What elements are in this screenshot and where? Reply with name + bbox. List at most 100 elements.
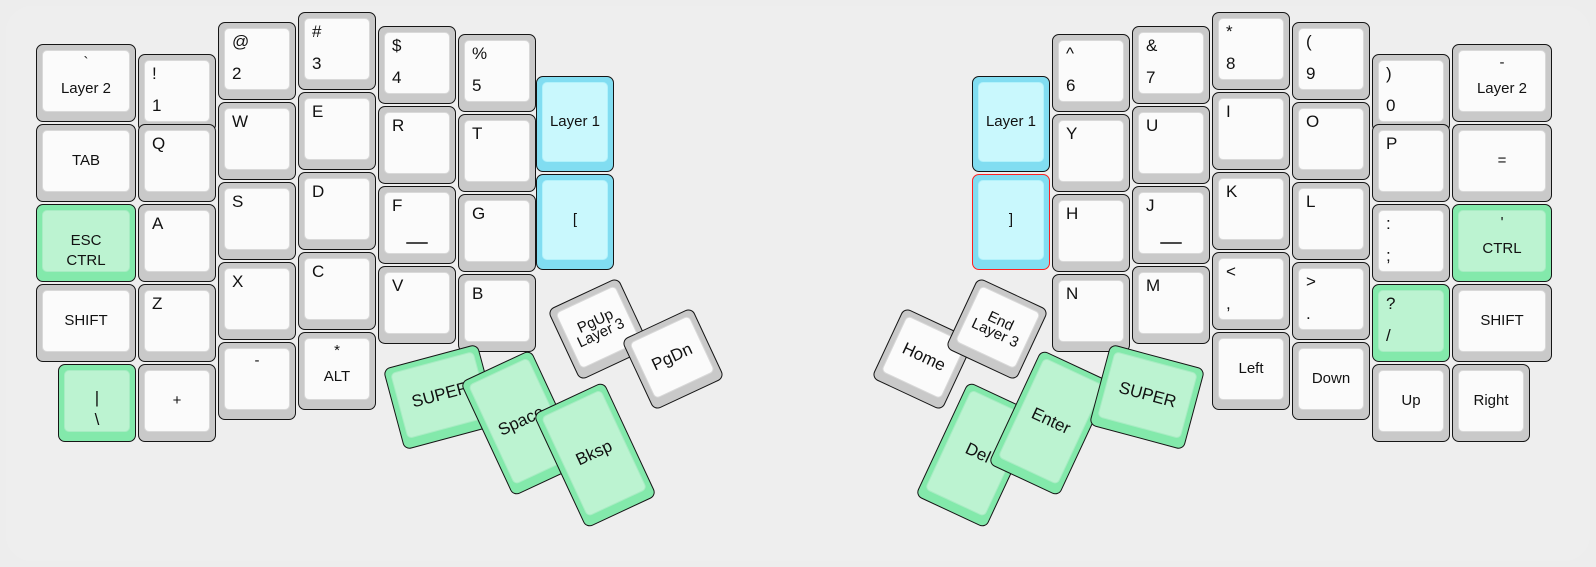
key-l-c6-r1[interactable]: %5 [458, 34, 536, 112]
key-r-c3-r3[interactable]: J [1132, 186, 1210, 264]
key-r-c4-r5[interactable]: Left [1212, 332, 1290, 410]
key-r-c3-r1[interactable]: &7 [1132, 26, 1210, 104]
key-l-c1-r2[interactable]: TAB [36, 124, 136, 202]
key-r-c4-r2[interactable]: I [1212, 92, 1290, 170]
key-r-c2-r3[interactable]: H [1052, 194, 1130, 272]
legend-shifted: ) [1386, 64, 1392, 83]
key-r-c2-r1[interactable]: ^6 [1052, 34, 1130, 112]
key-l-c7-r1[interactable]: Layer 1 [536, 76, 614, 172]
key-l-c4-r5[interactable]: *ALT [298, 332, 376, 410]
keycap-surface: X [224, 268, 290, 330]
legend-shifted: C [312, 262, 325, 281]
key-l-c6-r3[interactable]: G [458, 194, 536, 272]
legend-base: 3 [312, 54, 322, 73]
key-l-c4-r1[interactable]: #3 [298, 12, 376, 90]
key-r-c5-r3[interactable]: L [1292, 182, 1370, 260]
legend-label: Bksp [572, 436, 616, 470]
key-r-c2-r4[interactable]: N [1052, 274, 1130, 352]
legend-shifted: % [472, 44, 488, 63]
key-l-c5-r4[interactable]: V [378, 266, 456, 344]
key-l-c2-r4[interactable]: Z [138, 284, 216, 362]
keycap-surface: *ALT [304, 338, 370, 400]
legend-shifted: Y [1066, 124, 1078, 143]
key-l-c3-r5[interactable]: - [218, 342, 296, 420]
key-l-c2-r2[interactable]: Q [138, 124, 216, 202]
key-r-c4-r3[interactable]: K [1212, 172, 1290, 250]
key-l-c6-r4[interactable]: B [458, 274, 536, 352]
legend-shifted: W [232, 112, 249, 131]
keycap-surface: F [384, 192, 450, 254]
key-l-c2-r1[interactable]: !1 [138, 54, 216, 132]
keycap-surface: SHIFT [42, 290, 130, 352]
key-l-c4-r4[interactable]: C [298, 252, 376, 330]
keycap-surface: :; [1378, 210, 1444, 272]
key-r-c6-r2[interactable]: P [1372, 124, 1450, 202]
legend-base: CTRL [1482, 240, 1522, 257]
legend-label: TAB [71, 152, 101, 170]
key-l-c5-r3[interactable]: F [378, 186, 456, 264]
key-r-c5-r1[interactable]: (9 [1292, 22, 1370, 100]
legend-label: PgDn [648, 339, 696, 375]
legend-shifted: < [1226, 262, 1236, 281]
key-r-c7-r1[interactable]: -Layer 2 [1452, 44, 1552, 122]
key-r-c3-r2[interactable]: U [1132, 106, 1210, 184]
key-r-c7-r5[interactable]: Right [1452, 364, 1530, 442]
key-l-c5-r2[interactable]: R [378, 106, 456, 184]
key-l-c2-r5[interactable]: + [138, 364, 216, 442]
legend-line-2: \ [94, 410, 100, 429]
key-r-c6-r3[interactable]: :; [1372, 204, 1450, 282]
key-l-c3-r1[interactable]: @2 [218, 22, 296, 100]
legend-shifted: D [312, 182, 325, 201]
key-l-c1-r5[interactable]: |\ [58, 364, 136, 442]
key-l-c3-r3[interactable]: S [218, 182, 296, 260]
key-r-c6-r5[interactable]: Up [1372, 364, 1450, 442]
key-r-c6-r4[interactable]: ?/ [1372, 284, 1450, 362]
keycap-surface: J [1138, 192, 1204, 254]
legend-shifted: S [232, 192, 244, 211]
legend-label: Layer 1 [549, 113, 601, 131]
legend-base: 6 [1066, 76, 1076, 95]
keycap-surface: TAB [42, 130, 130, 192]
keycap-surface: D [304, 178, 370, 240]
key-l-c4-r3[interactable]: D [298, 172, 376, 250]
legend-shifted: P [1386, 134, 1398, 153]
key-l-c7-r2[interactable]: [ [536, 174, 614, 270]
legend-shifted: * [334, 342, 340, 359]
keycap-surface: M [1138, 272, 1204, 334]
key-l-c3-r2[interactable]: W [218, 102, 296, 180]
key-r-c4-r4[interactable]: <, [1212, 252, 1290, 330]
key-r-c2-r2[interactable]: Y [1052, 114, 1130, 192]
key-r-c5-r4[interactable]: >. [1292, 262, 1370, 340]
keycap-surface: I [1218, 98, 1284, 160]
key-l-c3-r4[interactable]: X [218, 262, 296, 340]
key-l-c6-r2[interactable]: T [458, 114, 536, 192]
key-r-c7-r2[interactable]: = [1452, 124, 1552, 202]
key-l-c1-r1[interactable]: `Layer 2 [36, 44, 136, 122]
legend-base: 5 [472, 76, 482, 95]
legend-label: [ [572, 211, 578, 229]
legend-shifted: U [1146, 116, 1159, 135]
key-l-c2-r3[interactable]: A [138, 204, 216, 282]
legend-shifted: * [1226, 22, 1233, 41]
keycap-surface: #3 [304, 18, 370, 80]
key-r-c4-r1[interactable]: *8 [1212, 12, 1290, 90]
key-r-c1-r2[interactable]: ] [972, 174, 1050, 270]
legend-shifted: L [1306, 192, 1316, 211]
key-l-c4-r2[interactable]: E [298, 92, 376, 170]
key-r-c7-r4[interactable]: SHIFT [1452, 284, 1552, 362]
keycap-surface: Z [144, 290, 210, 352]
key-r-c3-r4[interactable]: M [1132, 266, 1210, 344]
legend-shifted: ( [1306, 32, 1312, 51]
key-l-c1-r4[interactable]: SHIFT [36, 284, 136, 362]
key-r-c5-r2[interactable]: O [1292, 102, 1370, 180]
key-l-c5-r1[interactable]: $4 [378, 26, 456, 104]
legend-label: SUPER [1116, 377, 1179, 412]
key-r-c5-r5[interactable]: Down [1292, 342, 1370, 420]
keycap-surface: H [1058, 200, 1124, 262]
key-r-c7-r3[interactable]: 'CTRL [1452, 204, 1552, 282]
legend-shifted: B [472, 284, 484, 303]
key-r-c1-r1[interactable]: Layer 1 [972, 76, 1050, 172]
key-r-c6-r1[interactable]: )0 [1372, 54, 1450, 132]
